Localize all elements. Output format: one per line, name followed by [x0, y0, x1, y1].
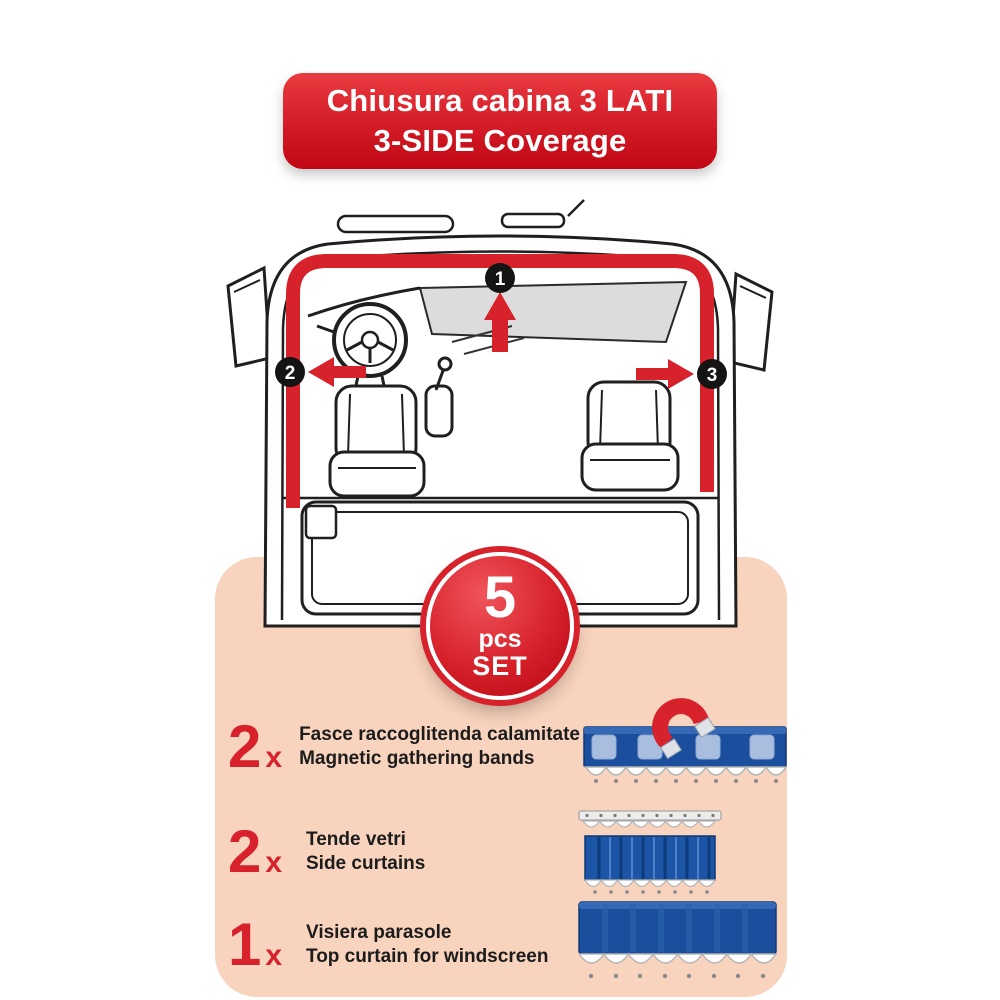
lace-trim — [584, 765, 788, 776]
item-label-italian: Tende vetri — [306, 829, 406, 851]
side-deflector-left-icon — [226, 265, 272, 368]
set-unit: pcs — [478, 624, 522, 653]
item-label-english: Side curtains — [306, 853, 426, 874]
magnetic-band-icon — [583, 698, 788, 783]
roof-hatch-icon — [336, 214, 455, 234]
item-labels: Tende vetri Side curtains — [306, 828, 575, 876]
top-curtain-icon — [578, 900, 778, 978]
passenger-seat — [580, 380, 680, 492]
item-thumbnail — [575, 898, 790, 993]
lace-dots — [594, 779, 778, 783]
lace-dots — [588, 973, 766, 978]
item-quantity: 2 x — [228, 818, 283, 885]
set-label: SET — [472, 650, 528, 681]
title-banner: Chiusura cabina 3 LATI 3-SIDE Coverage — [283, 73, 717, 169]
lace-dots — [593, 890, 709, 894]
side-curtain-icon — [578, 810, 722, 894]
curtain-body — [584, 835, 716, 881]
svg-text:2: 2 — [285, 363, 296, 384]
item-thumbnail — [575, 806, 790, 898]
item-label-italian: Fasce raccoglitenda calamitate — [299, 724, 580, 746]
lace-trim — [578, 952, 778, 964]
title-line-english: 3-SIDE Coverage — [373, 123, 627, 158]
curtain-pleats — [602, 903, 748, 952]
item-label-english: Magnetic gathering bands — [299, 748, 535, 769]
item-quantity: 2 x — [228, 713, 283, 780]
item-labels: Fasce raccoglitenda calamitate Magnetic … — [299, 723, 580, 771]
svg-text:1: 1 — [495, 269, 506, 290]
red-coverage-band — [286, 254, 714, 508]
item-quantity: 1 x — [228, 911, 283, 978]
marker-1: 1 — [484, 263, 516, 352]
right-arrow-icon — [636, 359, 694, 389]
left-arrow-icon — [308, 357, 366, 387]
curtain-rail — [578, 810, 722, 821]
item-row-magnetic-bands: 2 x Fasce raccoglitenda calamitate Magne… — [228, 693, 790, 801]
set-count: 5 — [483, 565, 517, 631]
item-label-italian: Visiera parasole — [306, 922, 452, 944]
marker-3: 3 — [636, 359, 727, 389]
gear-lever-icon — [424, 356, 454, 438]
item-row-side-curtains: 2 x Tende vetri Side curtains — [228, 806, 790, 898]
rail-clips — [585, 813, 715, 818]
side-deflector-right-icon — [728, 271, 774, 372]
curtain-pleats — [597, 837, 711, 879]
marker-3-badge — [697, 359, 727, 389]
curtain-highlights — [609, 837, 699, 879]
marker-2: 2 — [275, 357, 366, 387]
cab-step-box — [304, 504, 338, 540]
svg-text:3: 3 — [707, 365, 718, 386]
item-thumbnail — [580, 693, 790, 801]
item-labels: Visiera parasole Top curtain for windscr… — [306, 921, 575, 969]
dashboard — [307, 280, 688, 355]
roof-vent-icon — [500, 212, 566, 229]
item-label-english: Top curtain for windscreen — [306, 946, 549, 967]
title-line-italian: Chiusura cabina 3 LATI — [326, 83, 674, 119]
driver-seat — [328, 384, 426, 498]
magnet-icon — [652, 698, 716, 760]
up-arrow-icon — [484, 292, 516, 352]
item-row-top-curtain: 1 x Visiera parasole Top curtain for win… — [228, 893, 790, 997]
marker-2-badge — [275, 357, 305, 387]
marker-1-badge — [485, 263, 515, 293]
lace-trim-bottom — [583, 878, 717, 888]
set-count-badge: 5 pcs SET — [426, 552, 574, 700]
antenna-icon — [567, 199, 585, 217]
lace-trim — [581, 819, 717, 828]
cab-coverage-diagram: 1 2 3 — [226, 199, 774, 628]
band-magnet-pads — [591, 734, 775, 760]
